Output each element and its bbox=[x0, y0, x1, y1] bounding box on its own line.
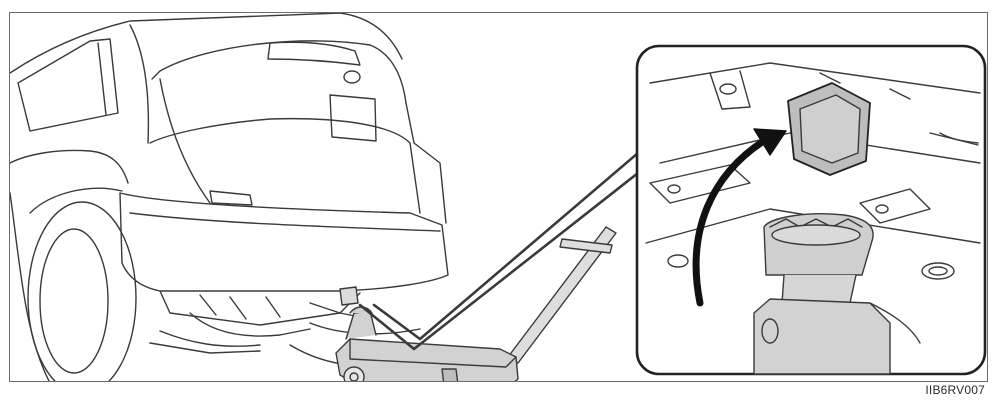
illustration bbox=[10, 13, 988, 382]
rear-tire bbox=[10, 188, 136, 382]
floor-jack bbox=[336, 227, 616, 382]
detail-inset bbox=[637, 46, 985, 374]
figure-code-label: IIB6RV007 bbox=[925, 383, 985, 397]
illustration-frame bbox=[9, 12, 988, 382]
vehicle-rear bbox=[10, 13, 448, 291]
